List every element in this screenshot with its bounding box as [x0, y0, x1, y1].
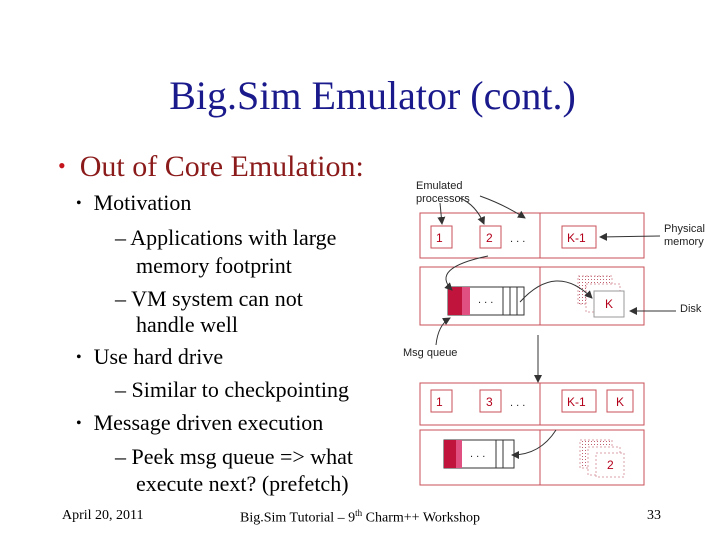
memory-label: memory: [664, 236, 704, 248]
physical-label: Physical: [664, 223, 705, 235]
main-bullet-text: Out of Core Emulation:: [79, 150, 364, 183]
arrow-msg-queue: [435, 317, 451, 346]
proc-box: [430, 389, 453, 413]
proc-box: [479, 389, 502, 413]
proc-label: 2: [486, 231, 493, 245]
proc-box: [606, 389, 634, 413]
disk-label: Disk: [680, 303, 702, 315]
sub-bullet: – Similar to checkpointing: [115, 377, 350, 402]
proc-box: [430, 225, 453, 249]
emulated-label: Emulated: [416, 180, 462, 192]
bullet-motivation: •Motivation: [76, 190, 192, 215]
arrow-emulated-1: [437, 202, 446, 225]
queue-slot-filled: [444, 440, 456, 468]
disk-block-label: K: [605, 297, 613, 311]
msg-queue-label: Msg queue: [403, 347, 457, 359]
disk-block: [595, 452, 625, 478]
bullet-message-driven: •Message driven execution: [76, 410, 324, 435]
bullet-hard-drive: •Use hard drive: [76, 344, 224, 369]
bottom-disk-frame: [539, 429, 645, 486]
top-right-frame: [539, 212, 645, 259]
diagram-arrows: [435, 195, 676, 459]
arrow-queue-to-disk: [519, 280, 593, 303]
ellipsis: . . .: [478, 294, 493, 306]
bottom-right-frame: [539, 382, 645, 426]
ellipsis: . . .: [510, 233, 525, 245]
arrow-proc-to-queue: [444, 255, 489, 291]
queue-slot-filled: [462, 287, 470, 315]
proc-label: K-1: [567, 231, 586, 245]
sub-bullet: – Applications with large: [115, 225, 337, 250]
disk-frame: [539, 266, 645, 326]
top-panel: 1 2 . . . K-1: [419, 212, 645, 259]
footer-date: April 20, 2011: [62, 508, 144, 523]
proc-label: K-1: [567, 395, 586, 409]
arrow-emulated-3: [479, 195, 526, 219]
disk-block: [593, 290, 625, 318]
proc-label: 1: [436, 395, 443, 409]
proc-box: [479, 225, 502, 249]
sub-bullet-continued: memory footprint: [136, 253, 292, 278]
page-number: 33: [647, 508, 661, 523]
main-bullet: • Out of Core Emulation:: [58, 150, 364, 184]
proc-label: 1: [436, 231, 443, 245]
ellipsis: . . .: [510, 397, 525, 409]
bullet-icon: •: [58, 153, 66, 178]
arrow-emulated-2: [459, 197, 485, 225]
arrow-bottom-queue: [511, 429, 557, 459]
bullet-icon: •: [76, 349, 82, 366]
footer-center: Big.Sim Tutorial – 9th Charm++ Workshop: [240, 508, 481, 526]
ellipsis: . . .: [470, 448, 485, 460]
proc-label: 3: [486, 395, 493, 409]
slide-title: Big.Sim Emulator (cont.): [169, 73, 576, 118]
bottom-queue-panel: . . . 2: [419, 429, 645, 486]
disk-block-label: 2: [607, 458, 614, 472]
top-queue-panel: . . . K: [419, 266, 645, 326]
top-processors-frame: [419, 212, 645, 259]
bottom-panel: 1 3 . . . K-1 K: [419, 382, 645, 426]
bullet-icon: •: [76, 415, 82, 432]
bottom-processors-frame: [419, 382, 645, 426]
sub-bullet-continued: execute next? (prefetch): [136, 471, 349, 496]
proc-label: K: [616, 395, 624, 409]
queue-slot-filled: [448, 287, 462, 315]
sub-bullet: – Peek msg queue => what: [115, 444, 354, 469]
processors-label: processors: [416, 193, 470, 205]
proc-box: [561, 389, 597, 413]
queue-slot-filled: [456, 440, 462, 468]
bullet-icon: •: [76, 195, 82, 212]
proc-box: [561, 225, 597, 249]
sub-bullet-continued: handle well: [136, 312, 239, 337]
arrow-physical-memory: [599, 232, 661, 241]
sub-bullet: – VM system can not: [115, 286, 303, 311]
